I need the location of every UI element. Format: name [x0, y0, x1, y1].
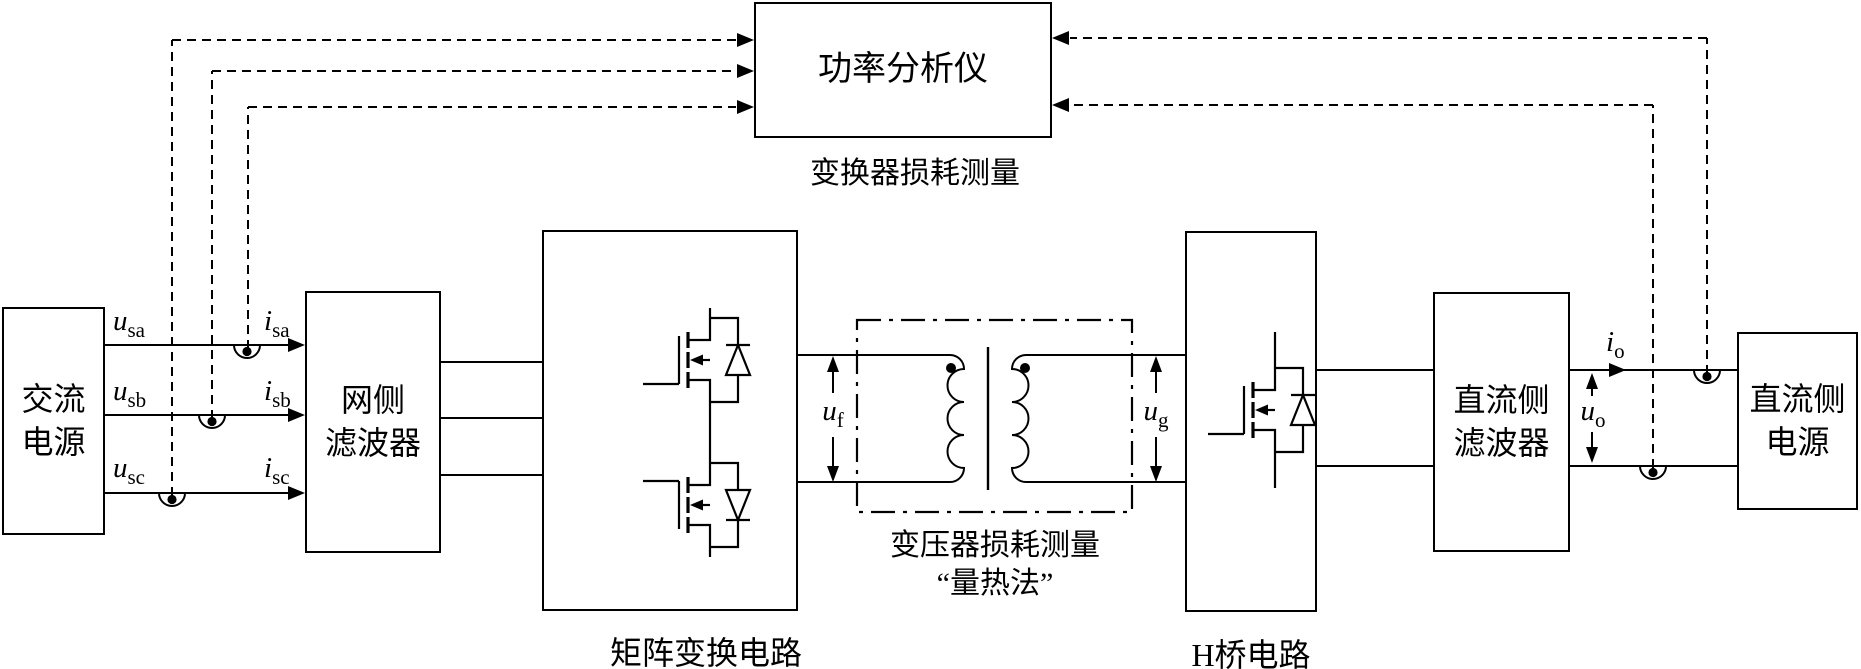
mosfet-symbol-hbridge: [1206, 332, 1317, 488]
uo-measure-arrow: [1586, 373, 1598, 463]
transformer-caption-line1: 变压器损耗测量: [890, 529, 1100, 562]
ac-source-box: 交流 电源: [2, 307, 105, 535]
measurement-dashed-links: [171, 37, 1708, 496]
matrix-converter-caption: 矩阵变换电路: [609, 635, 802, 669]
current-sensor-io-top: [1693, 369, 1721, 384]
label-u-sa: usa: [113, 305, 145, 342]
polarity-dot-secondary: [1020, 363, 1030, 373]
current-sensor-isa: [233, 344, 261, 359]
label-u-sb: usb: [113, 375, 147, 412]
grid-filter-box: 网侧 滤波器: [305, 291, 441, 553]
calorimeter-dashdot-box: [855, 318, 1134, 514]
dc-filter-box: 直流侧 滤波器: [1433, 292, 1570, 552]
label-u-o: uo: [1580, 395, 1606, 432]
ug-measure-arrow: [1150, 356, 1162, 482]
filter-to-converter-lines: [441, 361, 542, 476]
power-analyzer-label: 功率分析仪: [818, 51, 988, 89]
dc-source-box: 直流侧 电源: [1737, 332, 1858, 510]
polarity-dot-primary: [946, 363, 956, 373]
power-analyzer-box: 功率分析仪: [754, 2, 1052, 138]
label-i-sc: isc: [264, 452, 290, 489]
label-u-f: uf: [822, 395, 844, 432]
measurement-arrowheads: [737, 31, 1069, 114]
label-u-sc: usc: [113, 452, 145, 489]
label-i-sb: isb: [264, 375, 291, 412]
h-bridge-box: [1185, 231, 1317, 612]
h-bridge-caption: H桥电路: [1191, 637, 1311, 669]
matrix-converter-box: [542, 230, 798, 611]
label-i-sa: isa: [264, 305, 290, 342]
current-sensor-isc: [158, 492, 186, 507]
current-sensor-isb: [198, 414, 226, 429]
hbridge-to-dcfilter-lines: [1317, 369, 1433, 467]
transformer-caption-line2: “量热法”: [936, 567, 1054, 600]
label-i-o: io: [1606, 326, 1625, 363]
power-analyzer-caption: 变换器损耗测量: [810, 157, 1020, 190]
current-sensor-io-bottom: [1639, 465, 1667, 480]
uf-measure-arrow: [827, 356, 839, 482]
label-u-g: ug: [1143, 395, 1169, 432]
transformer-symbol: [798, 347, 1185, 490]
